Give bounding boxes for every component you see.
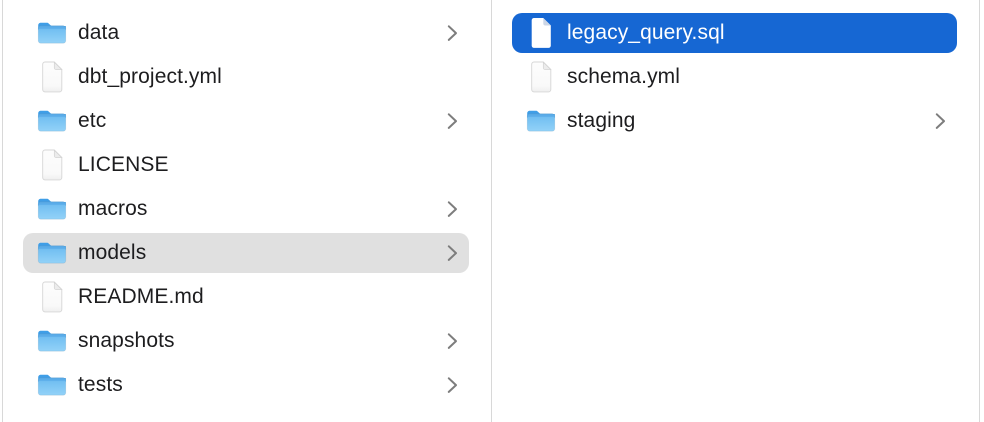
row-license[interactable]: LICENSE [3,143,491,187]
chevron-right-icon [447,245,458,262]
file-label: dbt_project.yml [78,65,222,88]
row-tests[interactable]: tests [3,363,491,407]
row-etc[interactable]: etc [3,99,491,143]
selection-highlight-active [512,13,957,53]
document-icon [37,280,67,314]
folder-icon [37,16,67,50]
row-macros[interactable]: macros [3,187,491,231]
folder-icon [526,104,556,138]
row-snapshots[interactable]: snapshots [3,319,491,363]
folder-icon [37,192,67,226]
file-label: macros [78,197,148,220]
row-staging[interactable]: staging [492,99,979,143]
chevron-right-icon [447,25,458,42]
chevron-right-icon [935,113,946,130]
file-label: snapshots [78,329,175,352]
chevron-right-icon [447,201,458,218]
column-divider[interactable] [979,0,980,422]
row-models[interactable]: models [3,231,491,275]
finder-column-left: data dbt_project.yml etc LICENSE macros … [3,0,491,422]
file-label: legacy_query.sql [567,21,725,44]
file-label: etc [78,109,107,132]
folder-icon [37,104,67,138]
file-label: data [78,21,120,44]
document-icon [526,60,556,94]
file-label: staging [567,109,636,132]
file-label: tests [78,373,123,396]
folder-icon [37,236,67,270]
folder-icon [37,368,67,402]
document-icon [37,148,67,182]
row-dbt-project-yml[interactable]: dbt_project.yml [3,55,491,99]
file-label: LICENSE [78,153,169,176]
row-schema-yml[interactable]: schema.yml [492,55,979,99]
file-label: models [78,241,147,264]
row-readme-md[interactable]: README.md [3,275,491,319]
chevron-right-icon [447,333,458,350]
column-divider[interactable] [2,0,3,422]
file-label: README.md [78,285,204,308]
column-divider[interactable] [491,0,492,422]
file-label: schema.yml [567,65,681,88]
document-icon [37,60,67,94]
row-data[interactable]: data [3,11,491,55]
chevron-right-icon [447,377,458,394]
folder-icon [37,324,67,358]
row-legacy-query-sql[interactable]: legacy_query.sql [492,11,979,55]
document-icon [526,16,556,50]
finder-column-right: legacy_query.sql schema.yml staging [492,0,979,422]
chevron-right-icon [447,113,458,130]
selection-highlight-inactive [23,233,469,273]
